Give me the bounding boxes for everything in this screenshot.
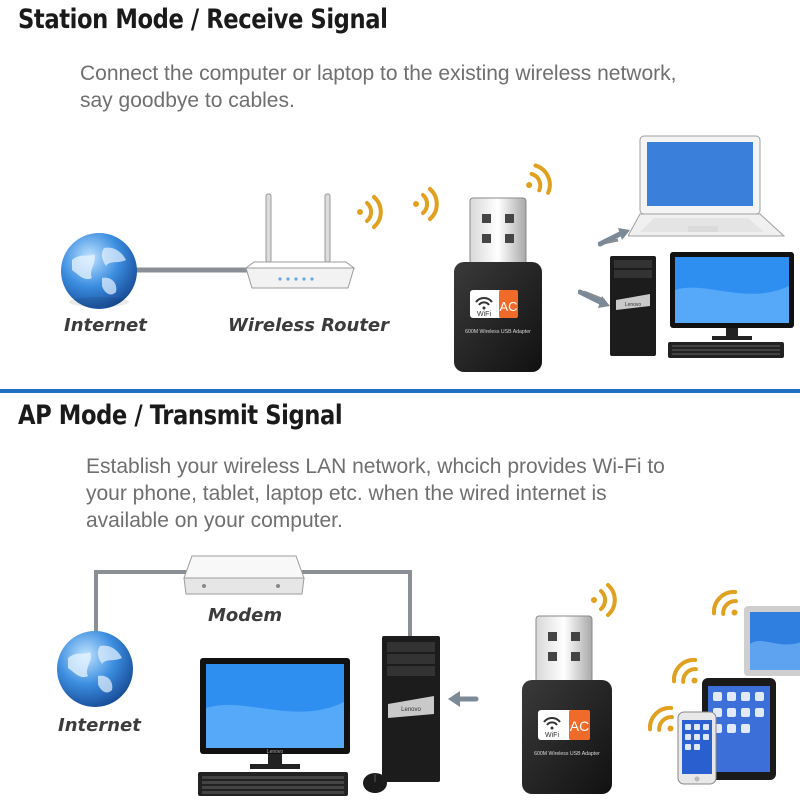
station-mode-heading: Station Mode / Receive Signal xyxy=(18,4,388,35)
wifi-signal-icon xyxy=(658,644,715,701)
station-mode-description: Connect the computer or laptop to the ex… xyxy=(80,60,676,114)
adapter-wifi-text: WiFi xyxy=(545,732,559,739)
wifi-signal-icon xyxy=(352,192,392,232)
usb-wifi-adapter: WiFi AC 600M Wireless USB Adapter xyxy=(518,614,618,796)
tablet-icon xyxy=(700,676,780,784)
globe-icon xyxy=(54,628,136,710)
arrow-icon xyxy=(598,226,632,248)
arrow-icon xyxy=(578,288,612,310)
mouse-icon xyxy=(360,770,390,796)
arrow-icon xyxy=(446,688,480,710)
ap-internet-label: Internet xyxy=(58,715,141,736)
desktop-tower-icon: Lenovo xyxy=(608,254,660,358)
monitor-icon xyxy=(666,250,798,360)
laptop-icon xyxy=(742,604,800,696)
adapter-ac-text: AC xyxy=(570,718,589,734)
ap-modem-label: Modem xyxy=(208,605,283,626)
wifi-signal-icon xyxy=(698,576,755,633)
monitor-brand-text: Lenovo xyxy=(267,749,284,755)
pc-brand-text: Lenovo xyxy=(625,302,642,308)
ap-mode-description: Establish your wireless LAN network, whc… xyxy=(86,453,665,534)
station-internet-label: Internet xyxy=(64,315,147,336)
wifi-signal-icon xyxy=(513,153,566,206)
wifi-signal-icon xyxy=(408,184,448,224)
ap-description-line-2: your phone, tablet, laptop etc. when the… xyxy=(86,482,607,505)
monitor-icon: Lenovo xyxy=(196,656,356,800)
globe-icon xyxy=(58,230,140,312)
router-icon xyxy=(240,188,360,298)
modem-icon xyxy=(182,552,306,600)
ap-description-line-3: available on your computer. xyxy=(86,509,343,532)
smartphone-icon xyxy=(676,710,718,786)
desktop-tower-icon: Lenovo xyxy=(380,634,444,784)
wifi-signal-icon xyxy=(586,580,626,620)
wifi-signal-icon xyxy=(634,692,691,749)
ap-mode-heading: AP Mode / Transmit Signal xyxy=(18,400,343,431)
adapter-product-text: 600M Wireless USB Adapter xyxy=(534,751,600,757)
usb-wifi-adapter: WiFi AC 600M Wireless USB Adapter xyxy=(448,196,548,374)
station-description-line-1: Connect the computer or laptop to the ex… xyxy=(80,62,677,85)
adapter-ac-text: AC xyxy=(499,299,517,314)
adapter-wifi-text: WiFi xyxy=(477,311,491,318)
section-divider xyxy=(0,389,800,393)
ap-description-line-1: Establish your wireless LAN network, whc… xyxy=(86,455,665,478)
station-router-label: Wireless Router xyxy=(228,315,390,336)
laptop-icon xyxy=(628,134,788,240)
adapter-product-text: 600M Wireless USB Adapter xyxy=(465,329,531,335)
pc-brand-text: Lenovo xyxy=(401,707,421,713)
station-description-line-2: say goodbye to cables. xyxy=(80,89,295,112)
